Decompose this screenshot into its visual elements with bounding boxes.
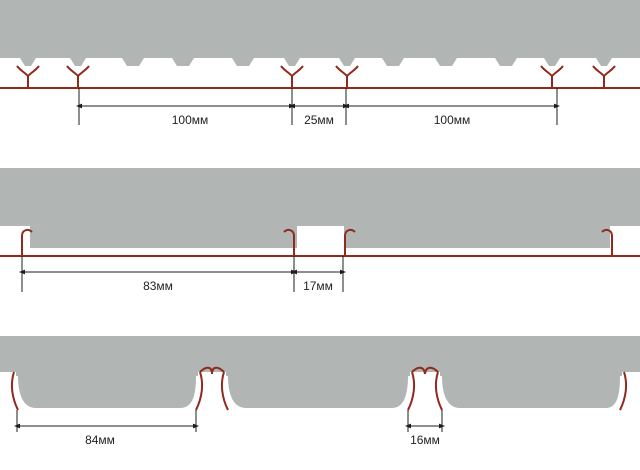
dimension-label: 17мм — [303, 279, 333, 293]
clip-row-1 — [280, 65, 304, 88]
dimension-label: 100мм — [434, 113, 471, 127]
profile-row-2: 83мм 17мм — [0, 168, 640, 293]
clip-row-1 — [592, 65, 616, 88]
clip-row-3 — [10, 371, 19, 411]
panel-row-3 — [0, 336, 640, 376]
clip-row-3 — [434, 371, 443, 411]
dimension-lines-row-2 — [19, 256, 346, 292]
clip-row-3 — [220, 371, 229, 411]
gap-row-2 — [297, 226, 344, 250]
clip-row-2 — [344, 228, 356, 256]
profile-row-3: 84мм 16мм — [0, 336, 640, 447]
clip-row-1 — [66, 65, 90, 88]
clip-row-3 — [211, 366, 225, 375]
spring-clips-row-3 — [10, 366, 628, 411]
panel-row-3-body — [18, 376, 196, 408]
dimension-label: 100мм — [172, 113, 209, 127]
dimension-label: 25мм — [304, 113, 334, 127]
gap-row-3 — [622, 372, 640, 378]
gap-row-2 — [610, 226, 640, 250]
dimension-label: 83мм — [143, 279, 173, 293]
clip-row-3 — [195, 371, 204, 411]
panel-row-1 — [0, 0, 640, 66]
clip-row-2 — [601, 228, 613, 256]
dimension-label: 16мм — [410, 433, 440, 447]
dimension-label: 84мм — [85, 433, 115, 447]
clip-row-3 — [407, 371, 416, 411]
panel-edge-row-2 — [30, 226, 297, 248]
dimension-lines-row-3 — [14, 410, 445, 432]
clip-row-1 — [335, 65, 359, 88]
clip-row-3 — [424, 366, 439, 375]
clip-row-3 — [619, 371, 628, 411]
gap-row-3 — [0, 372, 16, 378]
panel-row-3-body — [442, 376, 620, 408]
profile-row-1: 100мм 25мм 100мм — [0, 0, 640, 127]
clip-row-1 — [540, 65, 564, 88]
clip-row-2 — [21, 228, 33, 256]
gap-row-3 — [410, 372, 440, 378]
panel-edge-row-2 — [344, 226, 610, 248]
spring-clips-row-1 — [16, 65, 616, 88]
panel-row-3-body — [228, 376, 408, 408]
spring-clips-row-2 — [21, 228, 613, 256]
clip-row-1 — [16, 65, 40, 88]
gap-row-3 — [198, 372, 226, 378]
dimension-lines-row-1 — [76, 88, 560, 125]
clip-row-2 — [283, 228, 295, 256]
